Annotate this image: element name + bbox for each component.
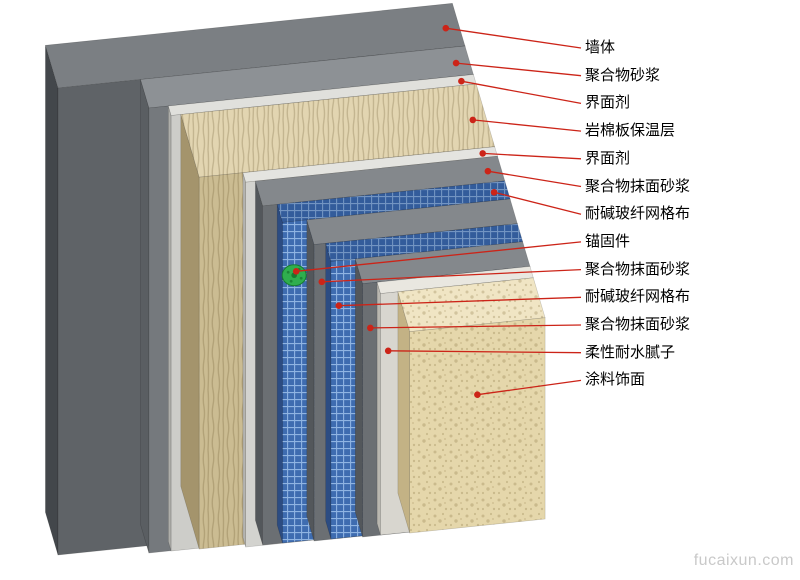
label-fiberglass-mesh-2: 耐碱玻纤网格布 <box>585 288 691 306</box>
connector-line <box>493 191 582 215</box>
label-wall: 墙体 <box>585 38 616 56</box>
left-face <box>242 172 246 548</box>
connector-line <box>487 170 582 188</box>
connector-line <box>370 324 582 329</box>
label-flexible-putty: 柔性耐水腻子 <box>585 343 676 361</box>
label-interface-agent-2: 界面剂 <box>585 149 631 167</box>
label-rockwool-insulation: 岩棉板保温层 <box>585 121 676 139</box>
label-anchor-fastener: 锚固件 <box>585 232 631 250</box>
connector-line <box>477 379 582 396</box>
label-coating-finish: 涂料饰面 <box>585 371 646 389</box>
connector-dot <box>490 189 498 196</box>
top-face-texture <box>180 84 495 178</box>
connector-dot <box>442 24 450 32</box>
connector-dot <box>484 167 492 175</box>
left-face <box>376 282 381 536</box>
connector-line <box>482 152 582 160</box>
connector-dot <box>384 347 392 355</box>
connector-dot <box>367 324 374 332</box>
layer-coating-finish <box>397 277 546 534</box>
left-face <box>168 105 172 552</box>
connector-dot <box>458 77 465 85</box>
connector-line <box>472 119 582 132</box>
connector-line <box>296 241 582 272</box>
front-face-texture <box>409 317 546 533</box>
label-interface-agent-1: 界面剂 <box>585 94 631 112</box>
label-polymer-render-3: 聚合物抹面砂浆 <box>585 315 691 333</box>
connector-line <box>445 27 582 49</box>
left-face <box>140 79 150 554</box>
anchor-speckle <box>289 279 293 283</box>
left-face <box>276 204 283 544</box>
left-face <box>255 181 264 546</box>
connector-dot <box>335 302 343 310</box>
left-face <box>180 114 200 550</box>
left-face <box>354 258 363 538</box>
connector-line <box>456 62 582 77</box>
connector-line <box>461 80 582 105</box>
left-face <box>45 45 59 556</box>
top-face-shade <box>325 223 523 262</box>
connector-dot <box>292 268 300 275</box>
label-polymer-render-2: 聚合物抹面砂浆 <box>585 260 691 278</box>
watermark: fucaixun.com <box>693 552 794 569</box>
connector-dot <box>479 150 487 157</box>
connector-dot <box>318 278 326 286</box>
connector-dot <box>474 391 481 399</box>
anchor-speckle <box>286 270 290 274</box>
anchor-fastener-disc <box>281 264 307 287</box>
label-polymer-render-1: 聚合物抹面砂浆 <box>585 177 691 195</box>
label-polymer-mortar: 聚合物砂浆 <box>585 66 661 84</box>
left-face <box>306 219 315 542</box>
connector-dot <box>452 59 460 67</box>
anchor-speckle <box>299 276 303 280</box>
connector-line <box>388 350 582 354</box>
label-fiberglass-mesh-1: 耐碱玻纤网格布 <box>585 204 691 222</box>
top-face-shade <box>277 180 511 223</box>
left-face <box>325 243 332 540</box>
top-face-texture <box>397 277 546 332</box>
connector-line <box>321 268 582 283</box>
connector-line <box>338 296 582 307</box>
connector-dot <box>469 116 477 124</box>
